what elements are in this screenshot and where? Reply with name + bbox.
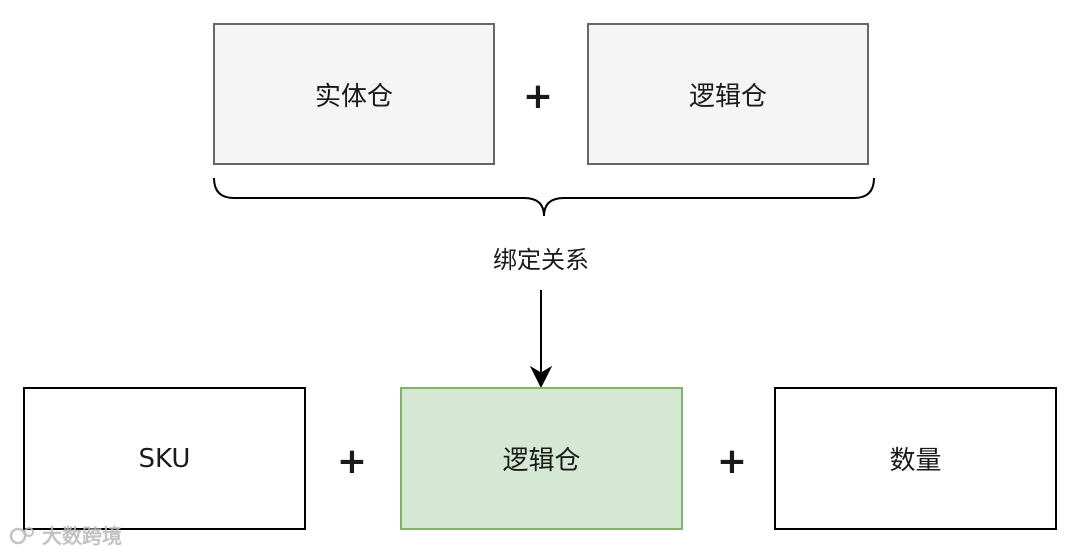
quantity-label: 数量: [889, 446, 942, 476]
sku-box: SKU: [23, 387, 306, 530]
quantity-box: 数量: [774, 387, 1057, 530]
logical-warehouse-box-top: 逻辑仓: [587, 23, 869, 165]
plus-sign-bottom-2: +: [716, 441, 748, 482]
binding-relationship-label: 绑定关系: [493, 246, 589, 274]
arrow-head: [529, 365, 553, 389]
watermark-text: 大数跨境: [42, 524, 122, 548]
curly-brace: [213, 177, 875, 217]
watermark: 大数跨境: [8, 520, 122, 549]
sku-label: SKU: [138, 443, 191, 474]
watermark-logo-icon: [9, 526, 34, 544]
logical-warehouse-box-bottom: 逻辑仓: [400, 387, 683, 530]
logical-warehouse-label-top: 逻辑仓: [688, 81, 767, 112]
plus-sign-top: +: [522, 76, 554, 117]
plus-sign-bottom-1: +: [336, 441, 368, 482]
physical-warehouse-box: 实体仓: [213, 23, 495, 165]
logical-warehouse-label-bottom: 逻辑仓: [502, 446, 581, 476]
physical-warehouse-label: 实体仓: [314, 81, 393, 112]
